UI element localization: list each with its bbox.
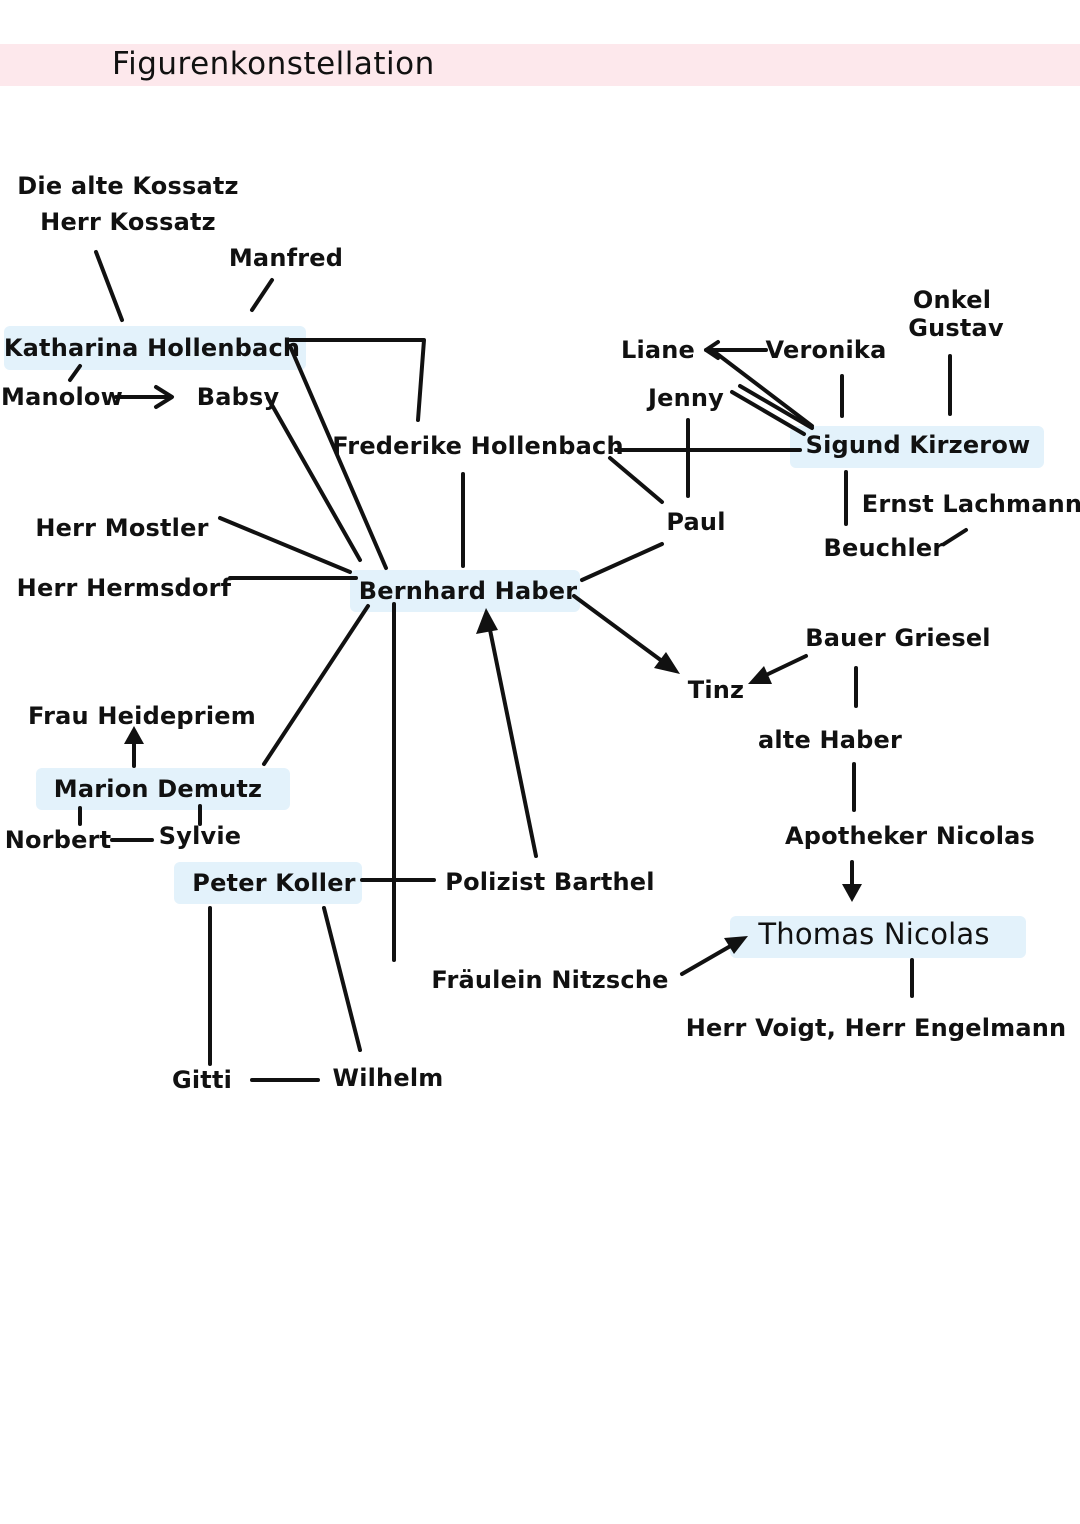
node-alte-haber: alte Haber: [757, 726, 903, 754]
arrowhead-marion-heidepriem: [124, 726, 144, 744]
link-babsy-bernhard: [266, 396, 362, 562]
page-title: Figurenkonstellation: [112, 46, 435, 82]
link-bauer-tinz: [762, 654, 808, 678]
link-katharina-bernhard: [288, 344, 388, 570]
node-peter: Peter Koller: [192, 869, 356, 897]
node-voigt-engelmann: Herr Voigt, Herr Engelmann: [685, 1014, 1067, 1042]
title-band: [0, 44, 1080, 86]
node-manfred: Manfred: [228, 244, 344, 272]
node-herr-kossatz: Herr Kossatz: [40, 208, 216, 236]
link-liane-sigund: [710, 348, 814, 428]
node-herr-mostler: Herr Mostler: [35, 514, 209, 542]
arrowhead-bauer-tinz: [748, 666, 772, 684]
link-jenny-sigund-b: [738, 384, 814, 430]
highlight-bernhard: [350, 570, 580, 612]
node-marion: Marion Demutz: [53, 775, 263, 803]
link-manfred-katharina: [250, 278, 274, 312]
node-polizist: Polizist Barthel: [445, 868, 655, 896]
link-katharina-manolow: [68, 364, 82, 382]
link-ernst-beuchler: [942, 528, 968, 546]
node-sylvie: Sylvie: [158, 822, 242, 850]
node-thomas: Thomas Nicolas: [758, 917, 990, 951]
node-wilhelm: Wilhelm: [332, 1064, 444, 1092]
node-apotheker: Apotheker Nicolas: [785, 822, 1035, 850]
node-katharina: Katharina Hollenbach: [3, 334, 301, 362]
node-paul: Paul: [666, 508, 726, 536]
link-peter-wilhelm: [322, 906, 362, 1052]
node-norbert: Norbert: [4, 826, 112, 854]
arrowhead-apotheker-thomas: [842, 884, 862, 902]
highlight-katharina: [4, 326, 306, 370]
node-gitti: Gitti: [171, 1066, 233, 1094]
node-gustav: Gustav: [908, 314, 1004, 342]
node-tinz: Tinz: [687, 676, 745, 704]
link-jenny-sigund-a: [730, 390, 806, 436]
link-fraulein-thomas: [680, 942, 736, 976]
node-jenny: Jenny: [647, 384, 725, 412]
link-mostler-bernhard: [218, 516, 352, 574]
arrowhead-polizist-bernhard: [476, 608, 498, 634]
node-frau-heidepriem: Frau Heidepriem: [28, 702, 256, 730]
node-manolow: Manolow: [1, 383, 123, 411]
node-ernst: Ernst Lachmann: [861, 490, 1080, 518]
link-frederike-paul: [608, 456, 664, 504]
node-herr-hermsdorf: Herr Hermsdorf: [16, 574, 232, 602]
link-katharina-frederike: [288, 338, 426, 422]
link-polizist-bernhard: [486, 618, 538, 858]
node-liane: Liane: [620, 336, 696, 364]
arrowhead-bernhard-tinz: [654, 652, 680, 674]
node-veronika: Veronika: [765, 336, 887, 364]
node-beuchler: Beuchler: [823, 534, 945, 562]
node-fraulein: Fräulein Nitzsche: [431, 966, 669, 994]
link-bernhard-paul: [580, 542, 664, 582]
node-alte-kossatz: Die alte Kossatz: [17, 172, 239, 200]
arrowhead-fraulein-thomas: [724, 936, 748, 954]
link-marion-bernhard: [262, 604, 370, 766]
highlight-peter: [174, 862, 362, 904]
link-bernhard-tinz: [572, 594, 668, 666]
arrow-veronika-liane: [704, 340, 720, 360]
highlight-marion: [36, 768, 290, 810]
node-bernhard: Bernhard Haber: [358, 577, 578, 605]
highlight-thomas: [730, 916, 1026, 958]
highlight-sigund: [790, 426, 1044, 468]
node-bauer: Bauer Griesel: [805, 624, 991, 652]
node-sigund: Sigund Kirzerow: [805, 431, 1031, 459]
arrow-manolow-babsy: [154, 385, 174, 409]
node-babsy: Babsy: [196, 383, 280, 411]
node-onkel: Onkel: [912, 286, 992, 314]
link-kossatz-katharina: [94, 250, 124, 322]
node-frederike: Frederike Hollenbach: [332, 432, 624, 460]
